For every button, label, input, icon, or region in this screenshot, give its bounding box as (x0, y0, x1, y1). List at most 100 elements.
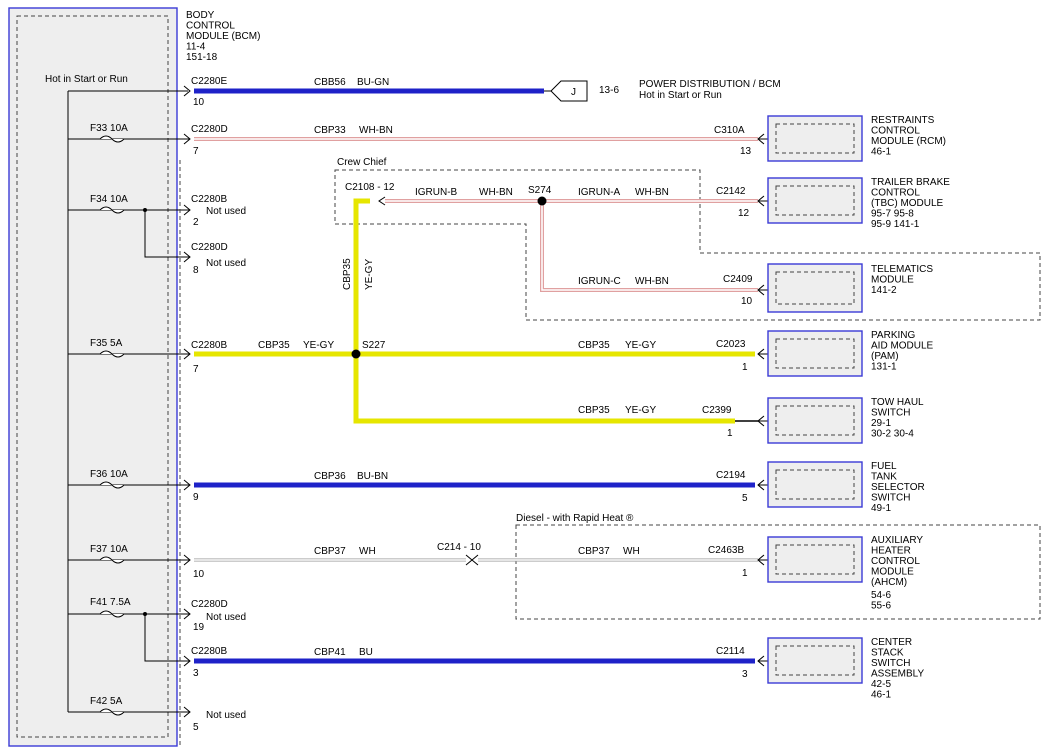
fuse-label: F42 5A (90, 696, 123, 707)
svg-text:3: 3 (742, 669, 748, 680)
svg-text:Not used: Not used (206, 206, 246, 217)
fuse-row-f36: F36 10A (68, 469, 190, 489)
svg-text:C2280E: C2280E (191, 76, 227, 87)
fuse-icon (99, 610, 125, 618)
svg-text:10: 10 (193, 97, 205, 108)
wire-cbp35: S227 CBP35 YE-GY CBP35 YE-GY CBP35 YE-GY… (194, 198, 758, 424)
pin-arrows (183, 85, 191, 718)
svg-text:C2280D: C2280D (191, 124, 228, 135)
svg-text:WH: WH (359, 546, 376, 557)
svg-text:CBP35: CBP35 (258, 340, 290, 351)
fuse-label: F36 10A (90, 469, 128, 480)
svg-text:CBP36: CBP36 (314, 471, 346, 482)
fuse-row-f42: F42 5A (68, 696, 190, 716)
bcm-inner-dashed (16, 15, 169, 738)
fuse-label: F41 7.5A (90, 597, 131, 608)
svg-text:WH-BN: WH-BN (359, 125, 393, 136)
svg-text:WH-BN: WH-BN (479, 187, 513, 198)
svg-text:C2280B: C2280B (191, 340, 227, 351)
svg-text:C2409: C2409 (723, 274, 753, 285)
svg-text:YE-GY: YE-GY (625, 405, 656, 416)
svg-text:Not used: Not used (206, 612, 246, 623)
svg-text:S227: S227 (362, 340, 386, 351)
fuse-icon (99, 556, 125, 564)
svg-text:CBP35: CBP35 (578, 340, 610, 351)
svg-text:10: 10 (741, 296, 753, 307)
svg-text:1: 1 (742, 362, 748, 373)
svg-text:13-6: 13-6 (599, 85, 619, 96)
fuse-row-f37: F37 10A (68, 544, 190, 564)
fuse-label: F34 10A (90, 194, 128, 205)
bcm-box (8, 7, 178, 747)
svg-text:Not used: Not used (206, 258, 246, 269)
svg-text:CBP37: CBP37 (578, 546, 610, 557)
bcm-title: BODY CONTROL MODULE (BCM) 11-4 151-18 (186, 10, 263, 63)
crew-chief-connector: C2108 - 12 (345, 182, 395, 193)
svg-text:C310A: C310A (714, 125, 745, 136)
svg-text:BU-BN: BU-BN (357, 471, 388, 482)
svg-text:13: 13 (740, 146, 752, 157)
power-distribution-connector: J 13-6 POWER DISTRIBUTION / BCM Hot in S… (550, 79, 781, 102)
svg-text:IGRUN-C: IGRUN-C (578, 276, 621, 287)
svg-text:Hot in Start or Run: Hot in Start or Run (639, 90, 722, 101)
svg-text:10: 10 (193, 569, 205, 580)
diesel-label: Diesel - with Rapid Heat ® (516, 513, 634, 524)
svg-text:C2023: C2023 (716, 339, 746, 350)
svg-text:POWER DISTRIBUTION / BCM: POWER DISTRIBUTION / BCM (639, 79, 781, 90)
wire-cbb56: CBB56 BU-GN (194, 77, 556, 94)
svg-text:WH-BN: WH-BN (635, 276, 669, 287)
svg-text:CBP35: CBP35 (578, 405, 610, 416)
fuse-row-f35: F35 5A (68, 338, 190, 358)
fuse-icon (99, 206, 125, 214)
svg-text:IGRUN-B: IGRUN-B (415, 187, 458, 198)
splice-s227 (351, 349, 361, 359)
svg-text:YE-GY: YE-GY (364, 259, 375, 290)
svg-text:7: 7 (193, 364, 199, 375)
fuse-icon (99, 708, 125, 716)
wire-cbp36: CBP36 BU-BN (194, 471, 755, 488)
splice-s274 (537, 196, 547, 206)
svg-text:YE-GY: YE-GY (625, 340, 656, 351)
diesel-region (515, 524, 1041, 620)
svg-text:9: 9 (193, 492, 199, 503)
svg-text:C2142: C2142 (716, 186, 746, 197)
svg-text:1: 1 (742, 568, 748, 579)
svg-text:CBP41: CBP41 (314, 647, 346, 658)
svg-text:J: J (571, 87, 576, 98)
svg-text:BU: BU (359, 647, 373, 658)
fuse-label: F37 10A (90, 544, 128, 555)
svg-text:Not used: Not used (206, 710, 246, 721)
svg-text:19: 19 (193, 622, 205, 633)
wire-igrun: S274 IGRUN-B WH-BN IGRUN-A WH-BN IGRUN-C… (378, 185, 758, 292)
svg-text:8: 8 (193, 265, 199, 276)
svg-text:3: 3 (193, 668, 199, 679)
svg-text:YE-GY: YE-GY (303, 340, 334, 351)
svg-text:1: 1 (727, 428, 733, 439)
svg-text:WH-BN: WH-BN (635, 187, 669, 198)
crew-chief-label: Crew Chief (337, 157, 387, 168)
bus-label: Hot in Start or Run (45, 74, 128, 85)
svg-text:BU-GN: BU-GN (357, 77, 389, 88)
svg-text:5: 5 (742, 493, 748, 504)
fuse-row-f34: F34 10A (68, 194, 190, 258)
svg-text:C2280B: C2280B (191, 194, 227, 205)
fuse-row-f41: F41 7.5A (68, 597, 190, 662)
svg-text:CBB56: CBB56 (314, 77, 346, 88)
fuse-icon (99, 135, 125, 143)
fuse-label: F35 5A (90, 338, 123, 349)
svg-text:CBP33: CBP33 (314, 125, 346, 136)
svg-text:C2399: C2399 (702, 405, 732, 416)
